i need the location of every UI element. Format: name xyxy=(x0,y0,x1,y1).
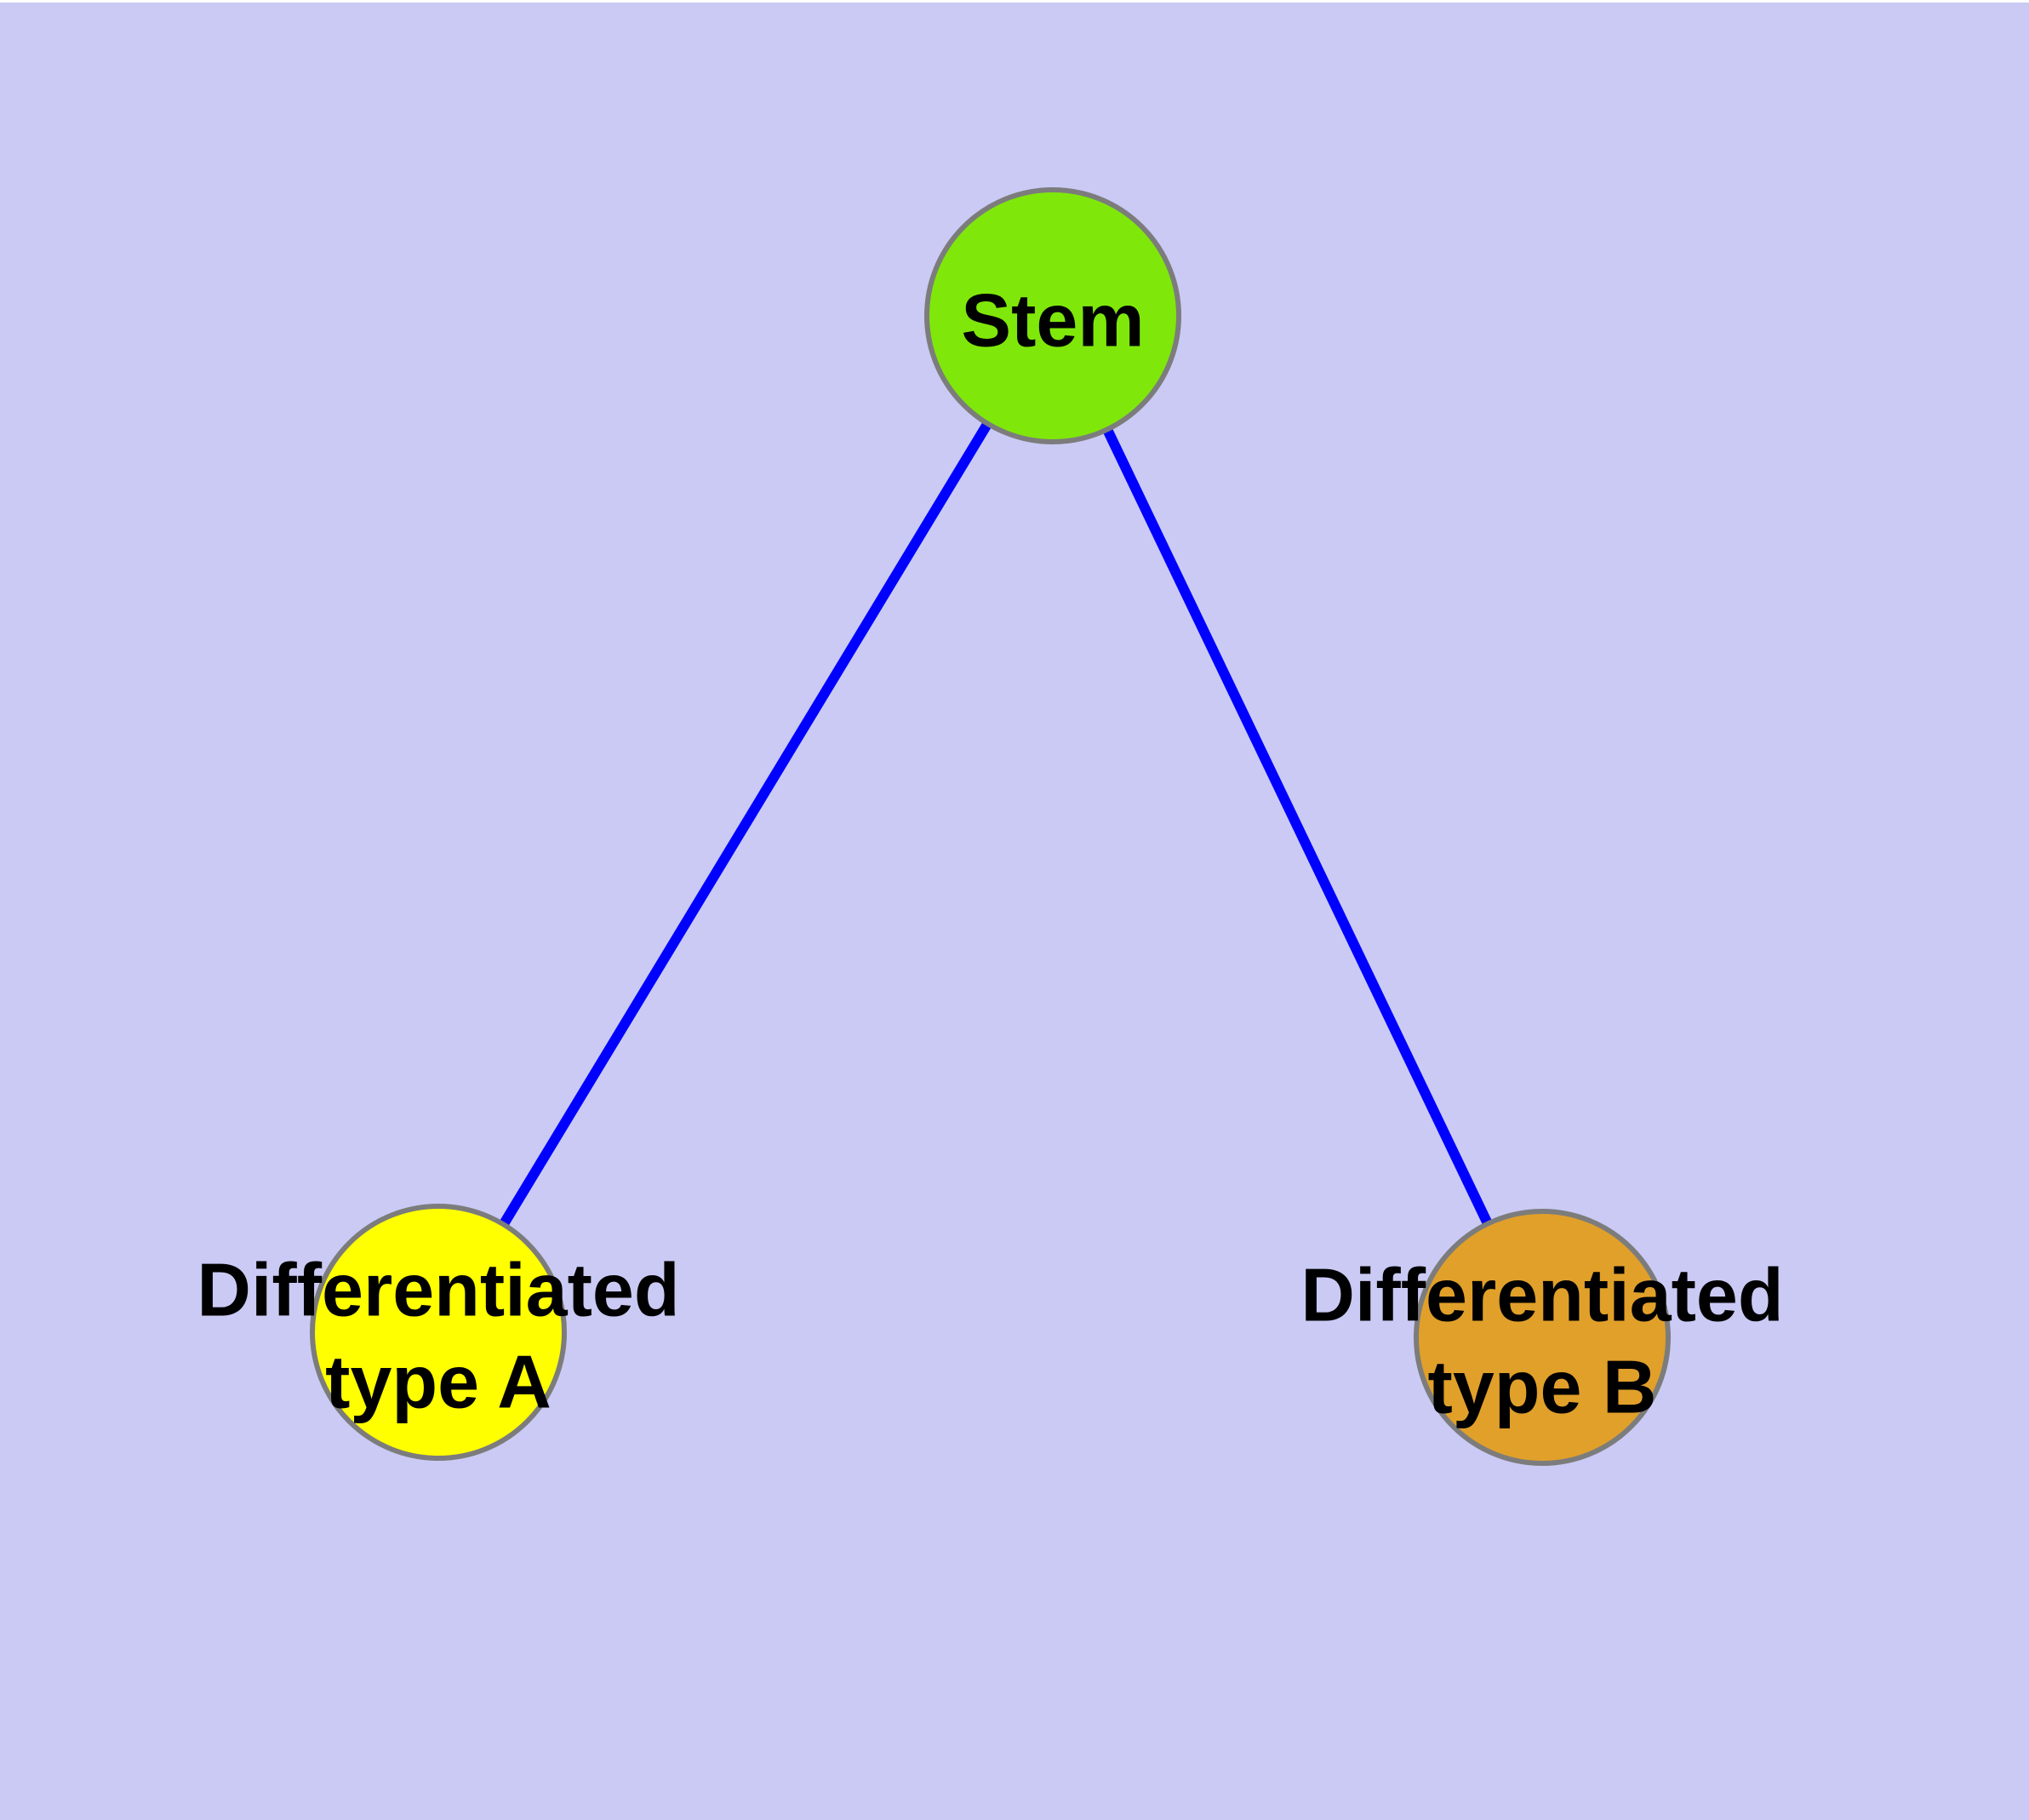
stem-node xyxy=(924,187,1181,444)
type-a-node xyxy=(310,1204,567,1461)
type-b-node xyxy=(1414,1209,1671,1466)
type-b-label-line-1: Differentiated xyxy=(1300,1253,1783,1337)
edge-stem-to-type-b xyxy=(1048,313,1547,1340)
type-b-label-line-2: type B xyxy=(1428,1345,1657,1429)
stem-node-label: Stem xyxy=(961,278,1144,363)
top-margin-strip xyxy=(0,0,2029,3)
type-a-label-line-1: Differentiated xyxy=(197,1248,679,1332)
edge-stem-to-type-a xyxy=(433,312,1058,1336)
type-a-label-line-2: type A xyxy=(325,1340,552,1424)
